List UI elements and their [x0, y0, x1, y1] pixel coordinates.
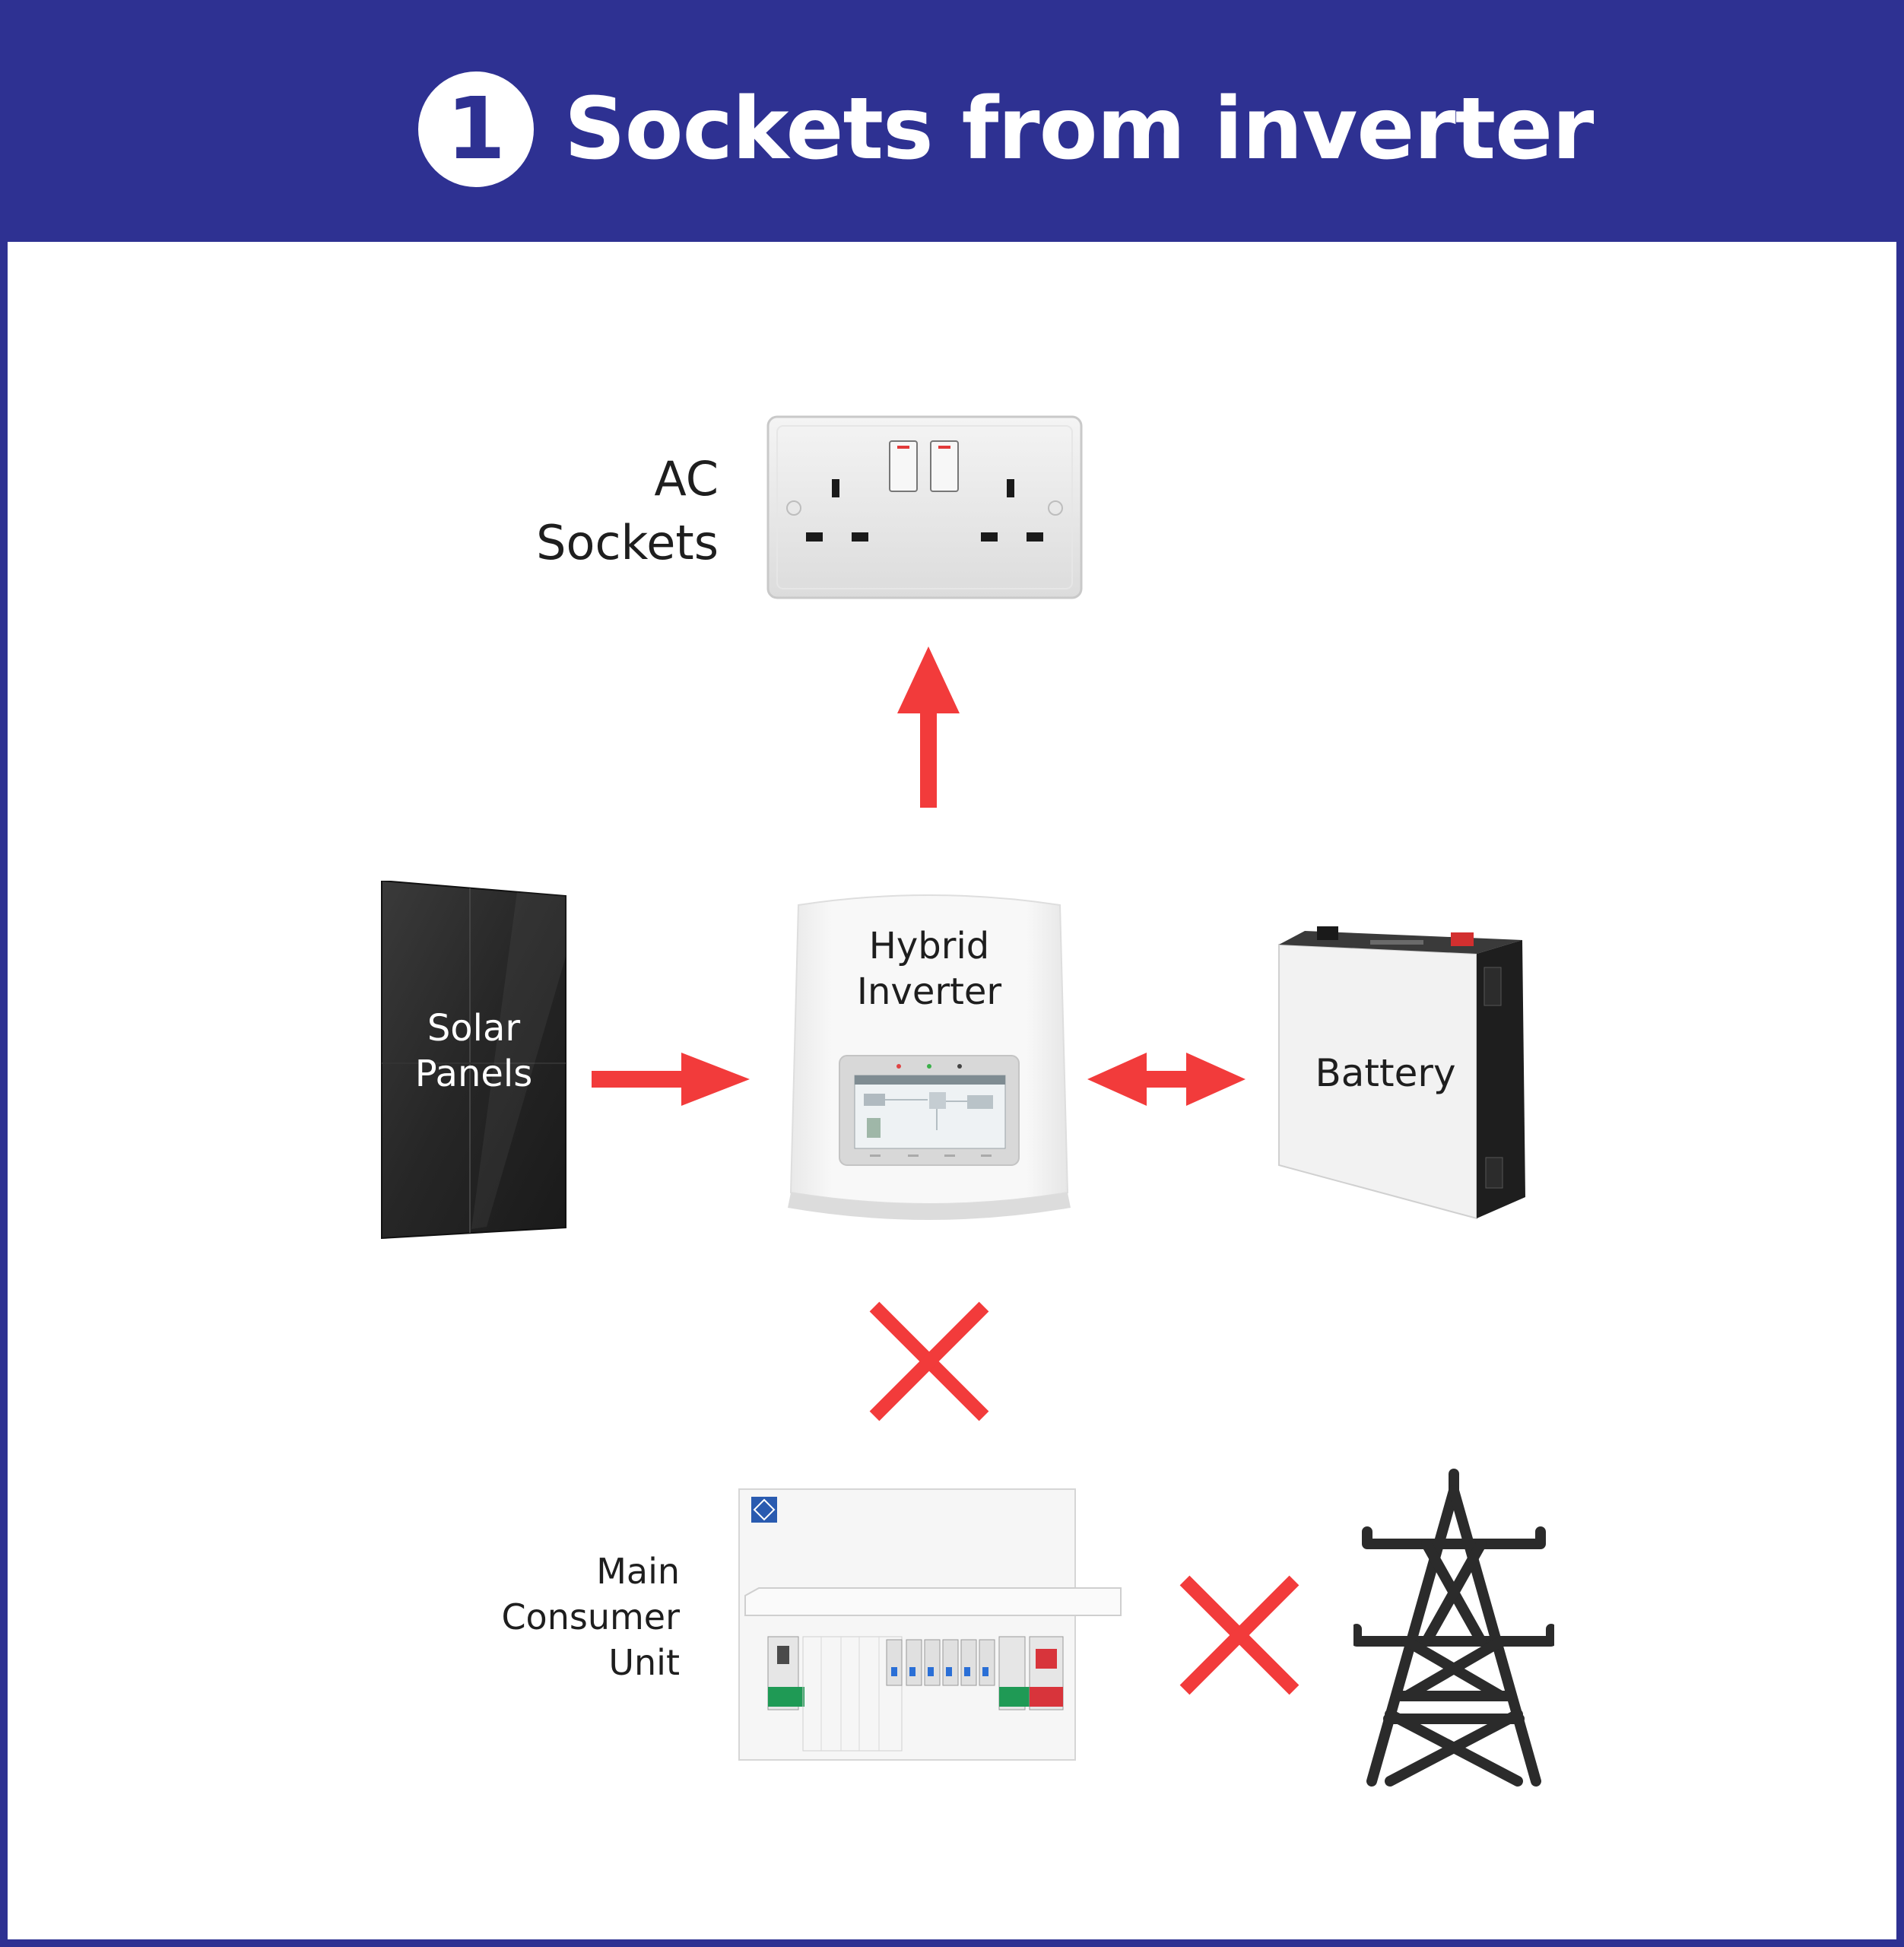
arrow-inverter-to-sockets [897, 646, 960, 808]
arrow-solar-to-inverter [592, 1053, 750, 1106]
step-number-badge: 1 [418, 71, 534, 187]
consumer-unit-label: Main Consumer Unit [501, 1551, 680, 1683]
header-bar: 1 Sockets from inverter [0, 0, 1904, 242]
hybrid-inverter-image [785, 888, 1074, 1231]
consumer-unit-image [738, 1488, 1122, 1763]
battery-label: Battery [1315, 1051, 1456, 1095]
ac-sockets-label: AC Sockets [536, 451, 719, 570]
ac-socket-image [766, 415, 1083, 599]
cross-inverter-consumer-unit [867, 1299, 992, 1424]
arrow-inverter-battery-bidirectional [1087, 1053, 1246, 1106]
solar-panel-image [380, 881, 567, 1240]
cross-consumer-unit-grid [1177, 1573, 1302, 1698]
solar-panels-label: Solar Panels [414, 1007, 533, 1095]
hybrid-inverter-label: Hybrid Inverter [856, 925, 1002, 1013]
electricity-pylon-icon [1353, 1468, 1554, 1787]
battery-image [1271, 922, 1530, 1223]
page-title: Sockets from inverter [564, 80, 1594, 179]
